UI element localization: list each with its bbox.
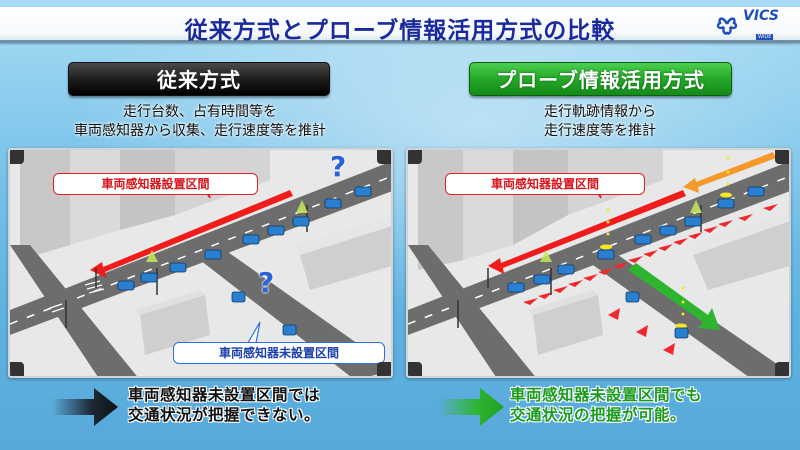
question-mark-icon: ?	[258, 266, 275, 299]
probe-description: 走行軌跡情報から 走行速度等を推計	[430, 103, 770, 141]
conventional-conclusion: 車両感知器未設置区間では 交通状況が把握できない。	[128, 385, 320, 425]
conventional-method-label: 従来方式	[68, 62, 330, 96]
description-line: 車両感知器から収集、走行速度等を推計	[74, 123, 326, 139]
panel-corner	[408, 150, 422, 164]
question-mark-icon: ?	[330, 150, 347, 183]
panel-corner	[377, 362, 391, 376]
probe-method-label: プローブ情報活用方式	[469, 62, 732, 96]
panel-corner	[775, 362, 789, 376]
conclusion-arrow-green-icon	[438, 388, 504, 426]
panel-corner	[775, 150, 789, 164]
sensor-installed-callout: 車両感知器設置区間	[445, 173, 645, 195]
panel-corner	[377, 150, 391, 164]
probe-conclusion: 車両感知器未設置区間でも 交通状況の把握が可能。	[510, 385, 702, 425]
page-title: 従来方式とプローブ情報活用方式の比較	[184, 18, 616, 44]
panel-corner	[10, 150, 24, 164]
conclusion-line: 車両感知器未設置区間では	[128, 386, 321, 404]
description-line: 走行速度等を推計	[544, 123, 656, 139]
logo-subtext: WIDE	[756, 33, 774, 40]
vics-flower-logo-icon	[716, 17, 738, 35]
sensor-not-installed-callout: 車両感知器未設置区間	[173, 342, 385, 364]
conclusion-line: 交通状況が把握できない。	[128, 406, 321, 424]
conventional-description: 走行台数、占有時間等を 車両感知器から収集、走行速度等を推計	[30, 103, 370, 141]
probe-diagram-panel: 車両感知器設置区間	[406, 148, 791, 378]
description-line: 走行台数、占有時間等を	[123, 104, 277, 120]
description-line: 走行軌跡情報から	[544, 104, 656, 120]
panel-corner	[10, 362, 24, 376]
vics-logo: VICS WIDE	[714, 7, 786, 40]
logo-text: VICS	[743, 7, 779, 24]
panel-corner	[408, 362, 422, 376]
title-bar: 従来方式とプローブ情報活用方式の比較 VICS WIDE	[0, 7, 800, 44]
conventional-diagram-panel: 車両感知器設置区間 車両感知器未設置区間 ? ?	[8, 148, 393, 378]
conclusion-arrow-dark-icon	[52, 388, 118, 426]
conclusion-line: 交通状況の把握が可能。	[510, 406, 687, 424]
conclusion-line: 車両感知器未設置区間でも	[510, 386, 703, 404]
sensor-installed-callout: 車両感知器設置区間	[53, 173, 258, 195]
